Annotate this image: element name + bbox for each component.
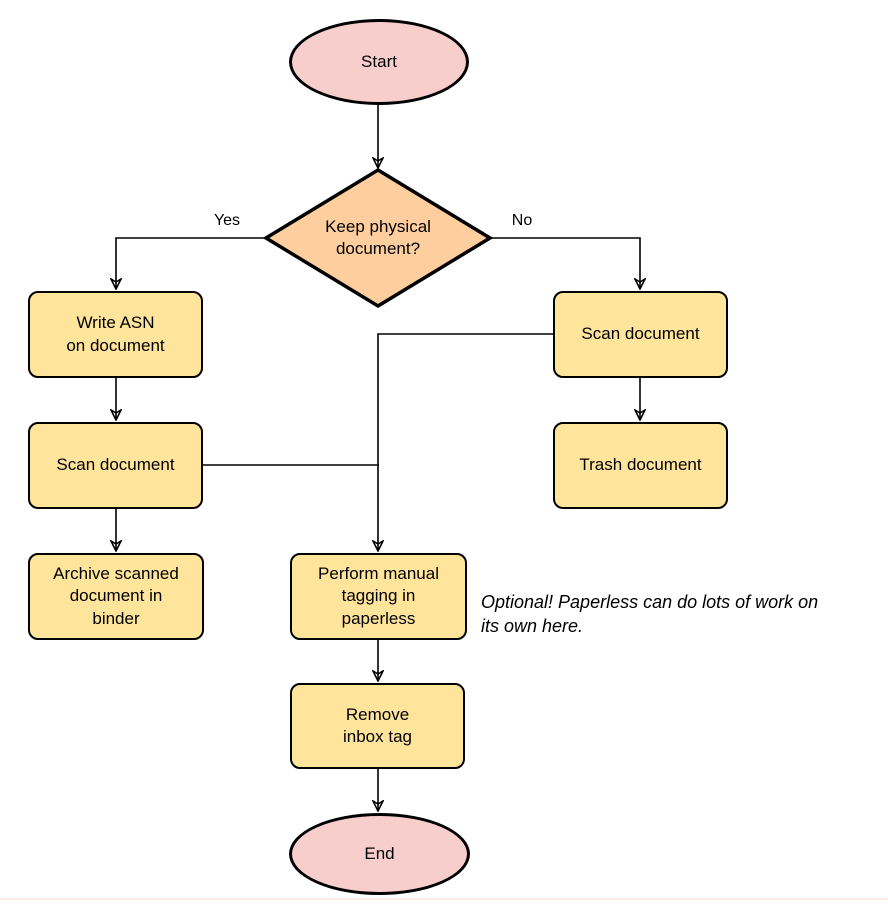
optional-annotation: Optional! Paperless can do lots of work … <box>481 592 819 636</box>
process-manual-tagging: Perform manual tagging in paperless <box>290 553 467 640</box>
decision-label: Keep physical document? <box>325 216 431 258</box>
scan-document-right-label: Scan document <box>581 324 700 344</box>
process-trash-document: Trash document <box>553 422 728 509</box>
process-remove-inbox-tag: Remove inbox tag <box>290 683 465 769</box>
edge-decision-yes-to-write-asn <box>116 237 265 289</box>
remove-inbox-tag-label: Remove inbox tag <box>343 704 412 746</box>
trash-document-label: Trash document <box>579 455 702 475</box>
process-scan-document-right: Scan document <box>553 291 728 378</box>
decision-diamond: Keep physical document? <box>263 167 493 309</box>
start-terminator: Start <box>289 19 469 105</box>
process-archive-binder: Archive scanned document in binder <box>28 553 204 640</box>
process-write-asn: Write ASN on document <box>28 291 203 378</box>
scan-document-left-label: Scan document <box>56 455 175 475</box>
archive-binder-label: Archive scanned document in binder <box>53 564 179 628</box>
manual-tagging-label: Perform manual tagging in paperless <box>318 564 439 628</box>
edge-scan-right-to-tagging <box>378 333 553 551</box>
start-label: Start <box>361 51 397 71</box>
end-label: End <box>364 843 395 863</box>
yes-branch-label: Yes <box>213 212 241 229</box>
no-branch-label: No <box>511 212 533 229</box>
write-asn-label: Write ASN on document <box>66 313 165 355</box>
diamond-shape <box>263 167 493 309</box>
process-scan-document-left: Scan document <box>28 422 203 509</box>
page-bottom-edge <box>0 898 888 900</box>
edge-decision-no-to-scan-right <box>491 237 640 289</box>
end-terminator: End <box>289 813 470 895</box>
